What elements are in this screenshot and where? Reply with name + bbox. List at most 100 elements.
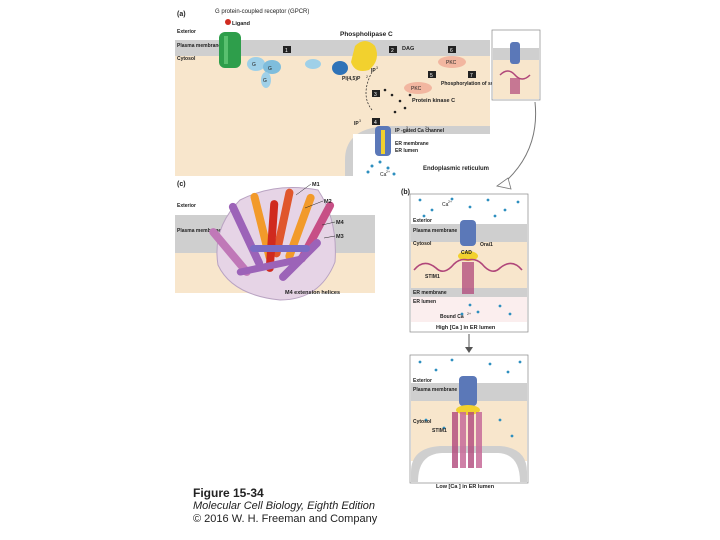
panel-b-bottom: Exterior Plasma membrane Cytosol STIM1 L… bbox=[409, 354, 529, 490]
figure-title: Figure 15-34 bbox=[193, 486, 264, 500]
figure-copyright: © 2016 W. H. Freeman and Company bbox=[193, 513, 378, 525]
panel-c-plasma-membrane-label: Plasma membrane bbox=[177, 228, 221, 234]
step-5: 5 bbox=[430, 73, 433, 79]
helix-a3 bbox=[209, 228, 251, 276]
svg-text:2+: 2+ bbox=[386, 170, 390, 174]
panel-a-inset bbox=[491, 29, 541, 101]
b-top-stim-right bbox=[467, 258, 523, 272]
b2-exterior-label: Exterior bbox=[413, 378, 432, 384]
panel-a-exterior-bg bbox=[175, 18, 540, 40]
panel-b-label: (b) bbox=[401, 189, 410, 196]
svg-text:2+: 2+ bbox=[448, 200, 452, 204]
b2-stim-label: STIM1 bbox=[432, 428, 447, 434]
panel-b-top: (b) Ca Exterior Plasma membrane Cytosol … bbox=[401, 189, 529, 333]
helix-m2 bbox=[285, 193, 315, 261]
m3-label: M3 bbox=[336, 234, 344, 240]
panel-c-label: (c) bbox=[177, 181, 186, 188]
phospholipase-c bbox=[351, 41, 377, 71]
high-ca-caption: High [Ca ] in ER lumen bbox=[436, 325, 496, 331]
b-top-ca-ions bbox=[418, 197, 520, 218]
b-ca-label: Ca bbox=[442, 202, 449, 208]
inset-orai bbox=[510, 42, 520, 64]
pip2-label: PI(4,5)P bbox=[342, 76, 361, 82]
ligand-label: Ligand bbox=[232, 21, 250, 27]
b2-plasma-membrane-label: Plasma membrane bbox=[413, 387, 457, 393]
gpcr-receptor bbox=[219, 32, 241, 68]
b-bottom-ca-ions bbox=[418, 358, 522, 438]
ip3-gated-label: IP -gated Ca channel bbox=[395, 128, 445, 134]
b-cytosol-label: Cytosol bbox=[413, 241, 432, 247]
er-lumen-label: ER lumen bbox=[395, 148, 418, 154]
ip3-channel-core bbox=[381, 130, 385, 154]
step-4: 4 bbox=[374, 120, 377, 126]
b-bottom-stim-cluster bbox=[452, 412, 482, 468]
svg-text:3: 3 bbox=[359, 119, 361, 123]
m1-label: M1 bbox=[312, 182, 320, 188]
phosphorylation-label: Phosphorylation of substrates bbox=[441, 81, 513, 87]
inset-arrowhead bbox=[496, 177, 512, 190]
pkc-cytosolic bbox=[404, 82, 432, 94]
panel-a-label: (a) bbox=[177, 11, 186, 18]
g-beta-label: G bbox=[268, 66, 272, 72]
helix-ext bbox=[250, 245, 310, 252]
exterior-label: Exterior bbox=[177, 29, 196, 35]
helix-m1 bbox=[272, 188, 294, 258]
g-protein-gamma bbox=[261, 72, 271, 88]
step-2: 2 bbox=[391, 48, 394, 54]
panel-a-plasma-membrane bbox=[175, 40, 490, 56]
step-6: 6 bbox=[450, 48, 453, 54]
ip3-receptor-label: IP bbox=[354, 121, 359, 127]
dag-label: DAG bbox=[402, 46, 414, 52]
er-membrane-shape bbox=[345, 126, 490, 176]
svg-text:2+: 2+ bbox=[425, 126, 429, 130]
ip3-molecules bbox=[383, 88, 412, 114]
b-top-lumen-ca bbox=[460, 303, 512, 316]
step-7: 7 bbox=[470, 73, 473, 79]
step-1: 1 bbox=[285, 48, 288, 54]
panel-c-exterior-label: Exterior bbox=[177, 203, 196, 209]
svg-text:3: 3 bbox=[376, 66, 378, 70]
cytosol-label: Cytosol bbox=[177, 56, 196, 62]
gpcr-title: G protein-coupled receptor (GPCR) bbox=[215, 9, 309, 15]
ca-label-a: Ca bbox=[380, 172, 387, 178]
m4-label: M4 bbox=[336, 220, 345, 226]
step-3: 3 bbox=[374, 92, 377, 98]
plasma-membrane-label: Plasma membrane bbox=[177, 43, 221, 49]
ligand-icon bbox=[225, 19, 231, 25]
pkc-membrane bbox=[438, 56, 466, 68]
endoplasmic-reticulum-label: Endoplasmic reticulum bbox=[423, 166, 489, 172]
b-bound-ca-label: Bound Ca bbox=[440, 314, 464, 320]
helix-m4 bbox=[265, 200, 279, 272]
svg-text:2: 2 bbox=[366, 75, 368, 79]
low-ca-caption: Low [Ca ] in ER lumen bbox=[436, 484, 495, 490]
helix-ext2 bbox=[236, 255, 306, 276]
panel-b-top-er-lumen bbox=[411, 297, 527, 322]
m2-label: M2 bbox=[324, 199, 332, 205]
er-membrane-label: ER membrane bbox=[395, 141, 429, 147]
b-top-orai bbox=[460, 220, 476, 246]
ip3-top-label: IP bbox=[371, 68, 376, 74]
g-alpha-label: G bbox=[252, 62, 256, 68]
b-exterior-label: Exterior bbox=[413, 218, 432, 224]
svg-text:3: 3 bbox=[406, 126, 408, 130]
cad-label: CAD bbox=[461, 250, 472, 256]
b-plasma-membrane-label: Plasma membrane bbox=[413, 228, 457, 234]
m4-extension-label: M4 extension helices bbox=[285, 290, 340, 296]
svg-text:2+: 2+ bbox=[467, 312, 471, 316]
step-badges: 1 2 3 4 5 6 7 bbox=[283, 46, 476, 126]
b-bottom-orai bbox=[459, 376, 477, 406]
b2-cytosol-label: Cytosol bbox=[413, 419, 432, 425]
g-alpha-bound bbox=[332, 61, 348, 75]
b-er-lumen-label: ER lumen bbox=[413, 299, 436, 305]
g-protein-free bbox=[305, 59, 321, 69]
b-er-membrane-label: ER membrane bbox=[413, 290, 447, 296]
figure-subtitle: Molecular Cell Biology, Eighth Edition bbox=[193, 500, 375, 512]
inset-to-b-arrow bbox=[504, 101, 537, 183]
orai-helices bbox=[209, 188, 335, 281]
pkc-cytosolic-label: PKC bbox=[411, 86, 422, 92]
protein-kinase-c-label: Protein kinase C bbox=[412, 98, 455, 104]
b-top-stim-left bbox=[413, 258, 469, 272]
panel-a: (a) G protein-coupled receptor (GPCR) Li… bbox=[175, 9, 540, 178]
panel-c: (c) Exterior Plasma membrane M1 M2 M4 M3… bbox=[175, 181, 375, 301]
